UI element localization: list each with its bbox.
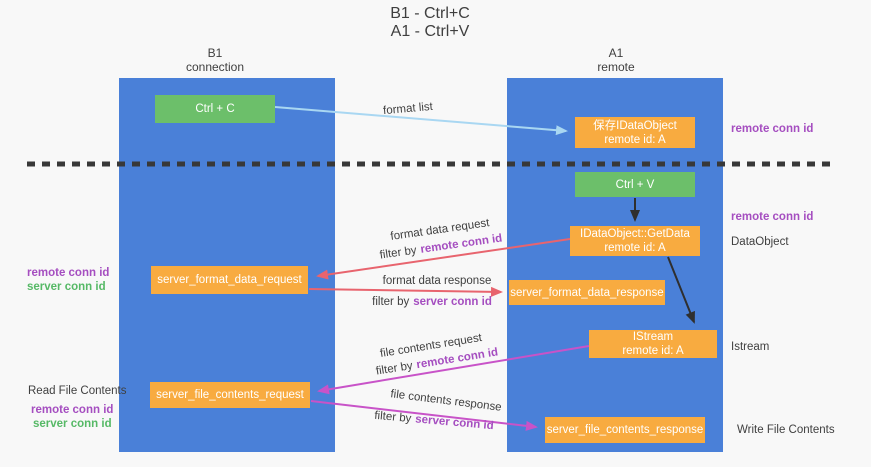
title-line-1: B1 - Ctrl+C	[390, 5, 470, 22]
left-server-conn-id-annotation-2: server conn id	[33, 418, 112, 430]
file-contents-request-arrow	[317, 345, 590, 395]
istream-box: IStream remote id: A	[589, 330, 717, 358]
server-file-contents-request-label: server_file_contents_request	[156, 389, 304, 401]
server-format-data-response-box: server_format_data_response	[509, 280, 665, 305]
istream-line1: IStream	[632, 331, 674, 343]
title-line-2: A1 - Ctrl+V	[390, 23, 470, 40]
lane-b1-role: connection	[185, 60, 245, 74]
dataobject-annotation: DataObject	[731, 236, 789, 248]
server-conn-id-key: server conn id	[413, 296, 492, 308]
server-format-data-response-label: server_format_data_response	[510, 286, 664, 299]
diagram-title: B1 - Ctrl+C A1 - Ctrl+V	[330, 5, 530, 41]
right-remote-conn-id-annotation-2: remote conn id	[731, 211, 814, 223]
ctrl-c-box: Ctrl + C	[155, 95, 275, 123]
lane-a1-name: A1	[608, 46, 624, 60]
lane-b1-header: B1 connection	[145, 46, 285, 74]
ctrl-c-label: Ctrl + C	[195, 103, 235, 115]
idataobject-getdata-box: IDataObject::GetData remote id: A	[570, 226, 700, 256]
istream-annotation: Istream	[731, 341, 770, 353]
save-idataobject-line2: remote id: A	[604, 133, 666, 146]
istream-line2: remote id: A	[622, 345, 684, 357]
lane-a1-role: remote	[597, 60, 635, 74]
filter-by-text: filter by	[372, 296, 410, 308]
save-idataobject-box: 保存IDataObject remote id: A	[575, 117, 695, 148]
getdata-line2: remote id: A	[604, 242, 666, 254]
left-remote-conn-id-annotation-2: remote conn id	[31, 404, 114, 416]
right-remote-conn-id-annotation-1: remote conn id	[731, 123, 814, 135]
server-file-contents-response-box: server_file_contents_response	[545, 417, 705, 443]
format-data-response-arrow	[308, 286, 503, 297]
format-data-request-arrow	[316, 238, 571, 280]
file-contents-response-arrow	[310, 400, 538, 431]
format-data-response-label: format data response	[382, 275, 492, 287]
getdata-line1: IDataObject::GetData	[580, 228, 690, 240]
ctrl-v-box: Ctrl + V	[575, 172, 695, 197]
format-list-arrow	[274, 106, 568, 136]
server-file-contents-request-box: server_file_contents_request	[150, 382, 310, 408]
lane-b1-name: B1	[207, 46, 223, 60]
left-remote-conn-id-annotation-1: remote conn id	[27, 267, 110, 279]
server-format-data-request-box: server_format_data_request	[151, 266, 308, 294]
ctrl-v-label: Ctrl + V	[615, 178, 655, 191]
left-server-conn-id-annotation-1: server conn id	[27, 281, 106, 293]
write-file-contents-annotation: Write File Contents	[737, 424, 835, 436]
server-format-data-request-label: server_format_data_request	[157, 274, 302, 286]
getdata-to-istream-arrow	[667, 256, 695, 324]
lane-a1-header: A1 remote	[546, 46, 686, 74]
server-file-contents-response-label: server_file_contents_response	[546, 424, 704, 436]
read-file-contents-annotation: Read File Contents	[28, 385, 127, 397]
save-idataobject-line1: 保存IDataObject	[593, 119, 677, 132]
